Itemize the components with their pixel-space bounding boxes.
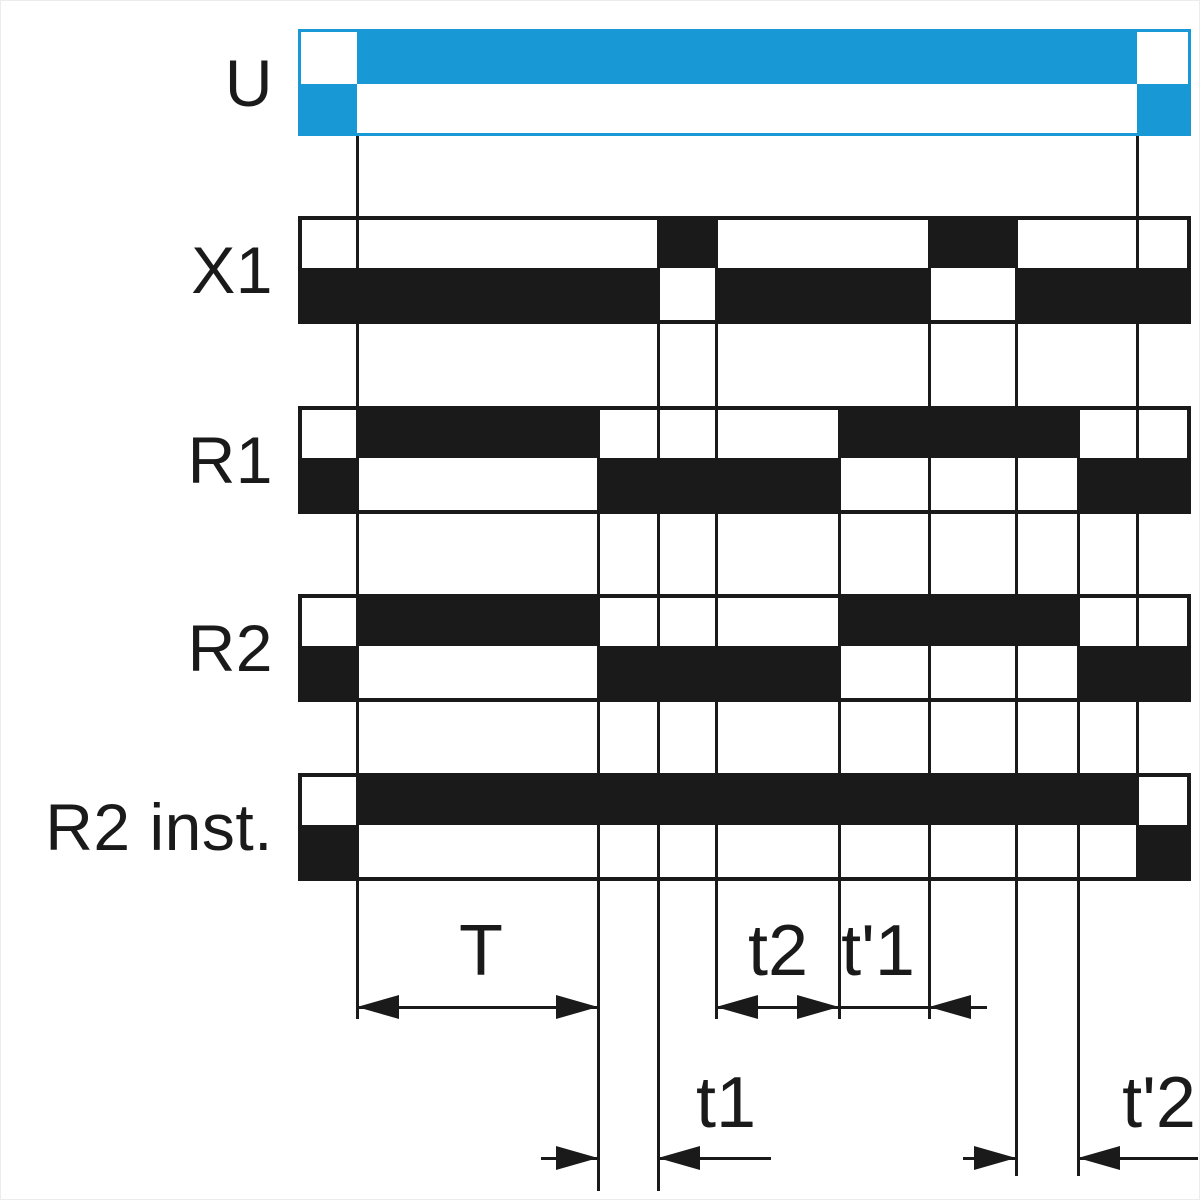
edge-reference-line	[656, 216, 660, 1191]
state-low-fill	[302, 646, 357, 698]
state-low-fill	[716, 268, 929, 320]
row-label-x1: X1	[191, 233, 273, 307]
dimension-line-t'1	[839, 1005, 987, 1009]
dimension-arrowhead-left-outside	[556, 1146, 598, 1170]
state-low-fill	[302, 268, 658, 320]
edge-reference-line	[355, 136, 359, 1019]
dimension-arrowhead-left-outside	[974, 1146, 1016, 1170]
row-label-r2: R2	[187, 611, 273, 685]
waveform-x1	[298, 216, 1191, 324]
dimension-arrowhead-right-outside	[929, 995, 971, 1019]
edge-reference-line	[1014, 216, 1018, 1176]
dimension-label-t1: t1	[695, 1063, 757, 1143]
state-low-fill	[1137, 84, 1188, 133]
state-low-fill	[301, 84, 357, 133]
state-low-fill	[1078, 646, 1187, 698]
waveform-u	[298, 29, 1191, 136]
dimension-arrowhead-right-outside	[1078, 1146, 1120, 1170]
waveform-r2	[298, 594, 1191, 702]
edge-reference-line	[927, 216, 931, 1019]
dimension-arrowhead-right-outside	[658, 1146, 700, 1170]
waveform-r1	[298, 406, 1191, 514]
row-label-r1: R1	[187, 423, 273, 497]
state-low-fill	[302, 825, 357, 877]
dimension-arrowhead-right	[556, 995, 598, 1019]
state-high-fill	[658, 220, 716, 268]
edge-reference-line	[714, 216, 718, 1019]
dimension-tail-right-t1	[658, 1156, 771, 1160]
state-high-fill	[357, 32, 1137, 84]
dimension-line-T	[357, 1005, 598, 1009]
dimension-arrowhead-left	[716, 995, 758, 1019]
state-low-fill	[1137, 825, 1187, 877]
state-high-fill	[357, 410, 598, 458]
dimension-label-t2: t2	[747, 911, 809, 991]
edge-reference-line	[1135, 136, 1139, 881]
state-high-fill	[929, 220, 1016, 268]
edge-reference-line	[837, 406, 841, 1019]
dimension-tail-right-t'2	[1078, 1156, 1198, 1160]
dimension-label-t'1: t'1	[841, 911, 915, 991]
state-low-fill	[1016, 268, 1187, 320]
state-low-fill	[1078, 458, 1187, 510]
row-label-r2inst: R2 inst.	[45, 790, 273, 864]
dimension-line-t2	[716, 1005, 839, 1009]
state-high-fill	[357, 598, 598, 646]
row-label-u: U	[224, 45, 273, 120]
dimension-arrowhead-right	[797, 995, 839, 1019]
dimension-arrowhead-left	[357, 995, 399, 1019]
state-low-fill	[598, 646, 839, 698]
state-high-fill	[839, 598, 1078, 646]
dimension-label-T: T	[459, 911, 503, 991]
state-low-fill	[302, 458, 357, 510]
edge-reference-line	[1076, 406, 1080, 1176]
dimension-label-t'2: t'2	[1122, 1063, 1196, 1143]
state-high-fill	[839, 410, 1078, 458]
state-low-fill	[598, 458, 839, 510]
edge-reference-line	[596, 406, 600, 1191]
state-high-fill	[357, 777, 1137, 825]
waveform-r2inst	[298, 773, 1191, 881]
